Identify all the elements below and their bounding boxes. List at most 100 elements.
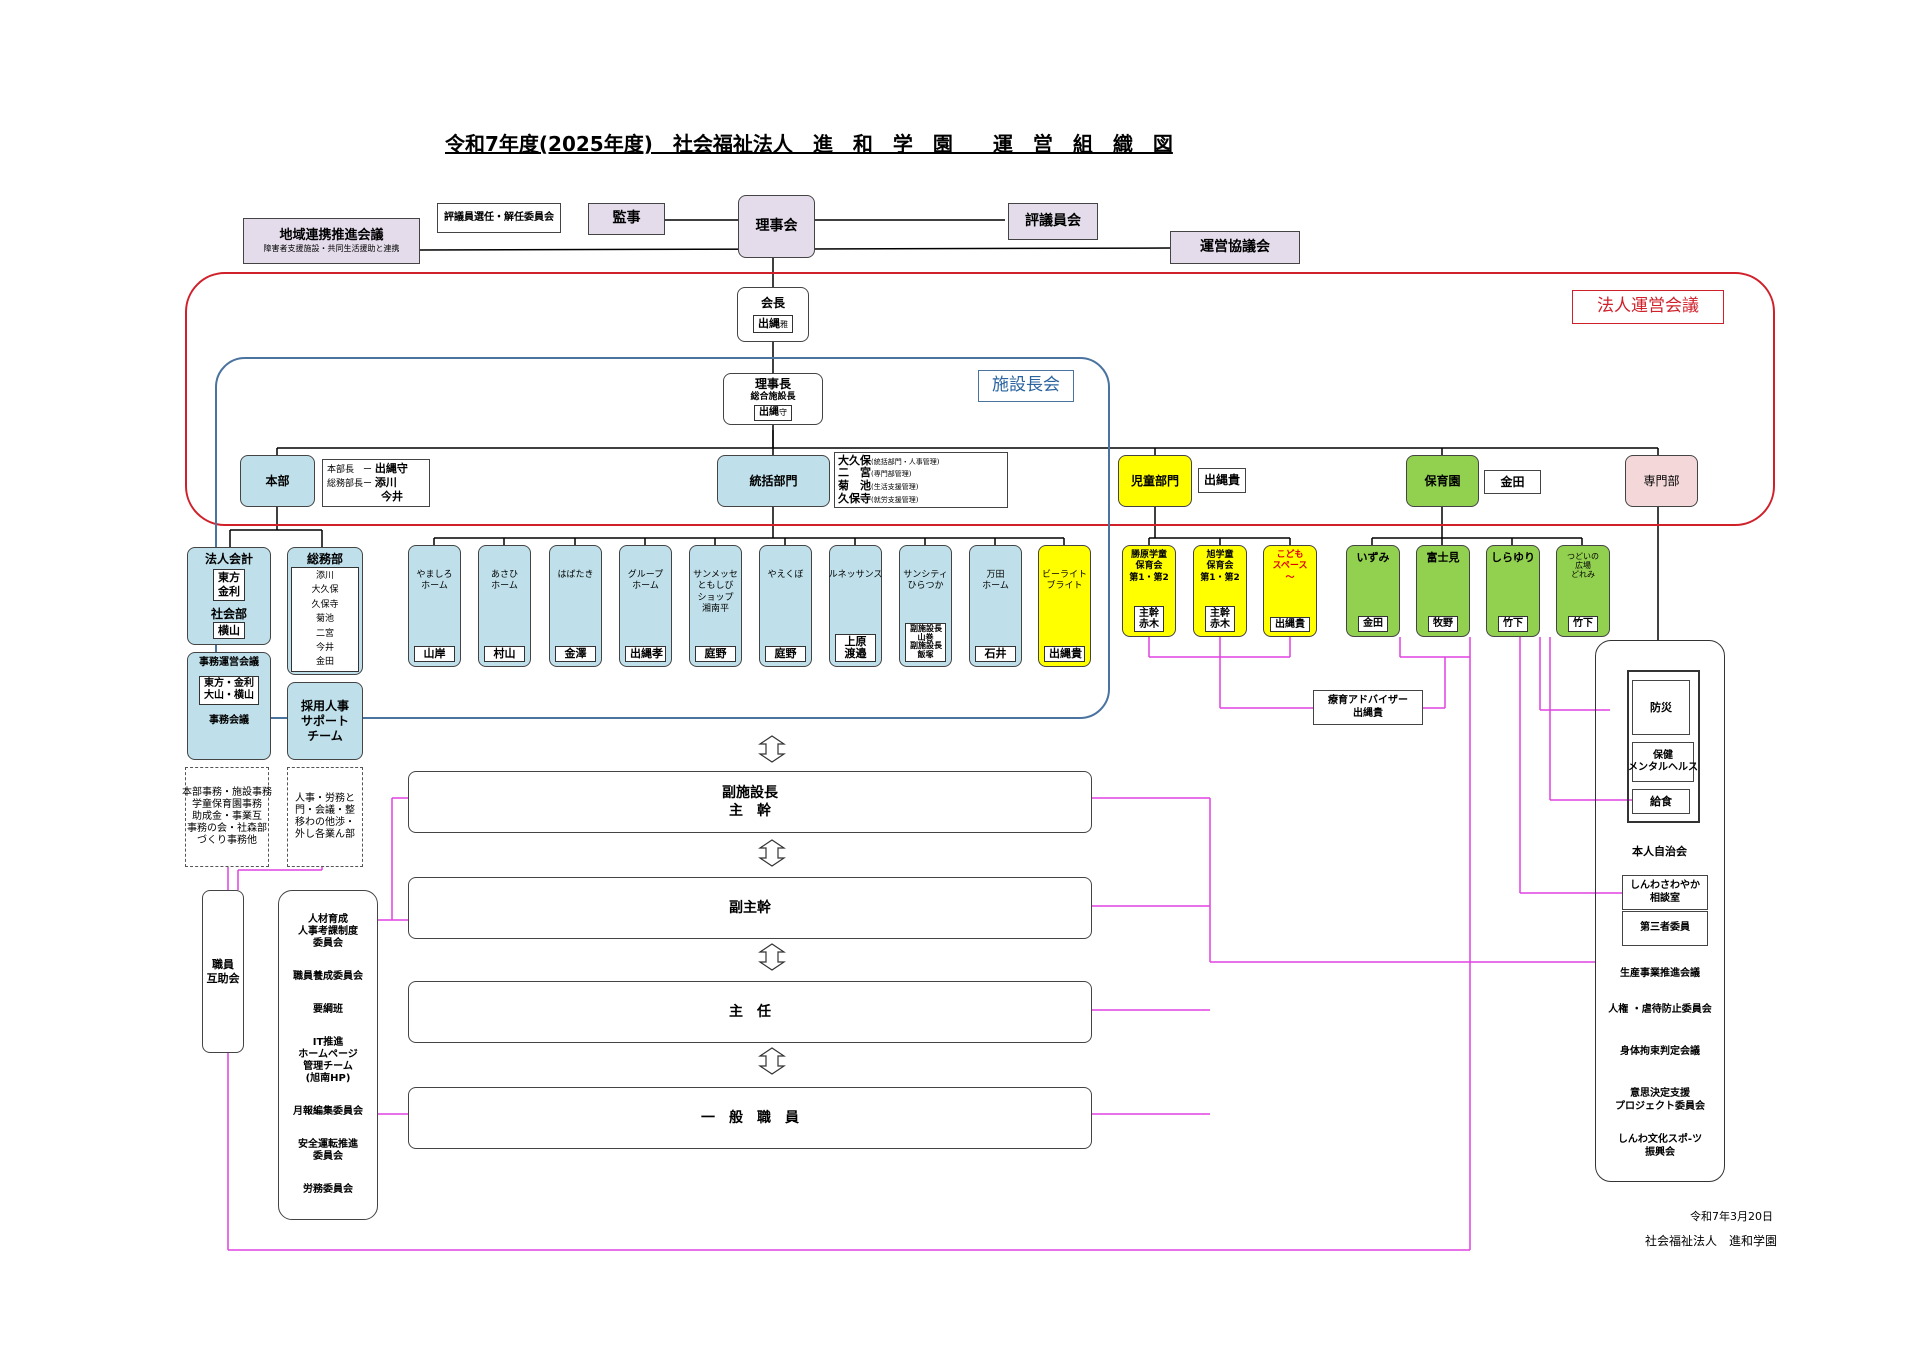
jimu-unei-names: 東方・金利 大山・横山 <box>199 675 259 705</box>
facility-name: 万田 ホーム <box>982 570 1009 592</box>
kaicho-box: 会長 出縄雅 <box>737 287 809 342</box>
committee-item: 月報編集委員会 <box>293 1106 363 1118</box>
rank-arrow-icon <box>748 1047 796 1075</box>
nursery-box: つどいの 広場 どれみ竹下 <box>1556 545 1610 637</box>
shakaibu-title: 社会部 <box>210 606 247 621</box>
kyushoku-box: 給食 <box>1632 789 1690 814</box>
kaicho-title: 会長 <box>760 296 785 311</box>
jimu-unei-box: 事務運営会議 東方・金利 大山・横山 事務会議 <box>187 652 271 760</box>
rank-arrow-icon <box>748 735 796 763</box>
soudanshitsu-box: しんわさわやか 相談室 <box>1622 875 1708 910</box>
child-head: 主幹 赤木 <box>1205 606 1235 632</box>
tokatsu-note-name: 大久保 <box>838 453 871 467</box>
right-column-frame <box>1595 640 1725 1182</box>
nursery-name: いずみ <box>1356 551 1390 564</box>
facility-box: あさひ ホーム村山 <box>478 545 531 667</box>
honbu-name2: 添川 <box>374 476 397 490</box>
senmon-group-frame <box>1627 670 1700 823</box>
jido-bumon-head: 出縄貴 <box>1198 468 1246 493</box>
right-item: しんわ文化スポ-ツ 振興会 <box>1617 1134 1703 1158</box>
hyogiin-senin-box: 評議員選任・解任委員会 <box>437 203 561 233</box>
chiiki-subtitle: 障害者支援施設・共同生活援助と連携 <box>263 244 400 254</box>
tokatsu-note-row: 二 宮(専門部管理) <box>838 467 911 480</box>
facility-name: やましろ ホーム <box>416 570 453 592</box>
left-dash-box-2: 人事・労務と 門・会議・整 移わの他渉・ 外し各業ん部 <box>287 767 363 867</box>
tokatsu-note-row: 大久保(統括部門・人事管理) <box>838 453 939 468</box>
ryoiku-adviser-box: 療育アドバイザー 出縄貴 <box>1313 690 1423 725</box>
committee-item: 労務委員会 <box>303 1184 353 1196</box>
honbu-name3: 今井 <box>381 490 403 504</box>
nursery-name: つどいの 広場 どれみ <box>1567 552 1599 580</box>
child-name: 勝原学童 保育会 第1・第2 <box>1129 550 1169 583</box>
honbu-note-line2: 総務部長ー 添川 <box>327 476 397 490</box>
jimu-kaigi-title: 事務会議 <box>209 714 249 726</box>
child-head: 出縄貴 <box>1270 617 1310 632</box>
facility-box: グループ ホーム出縄孝 <box>619 545 672 667</box>
footer-date: 令和7年3月20日 <box>1690 1210 1773 1223</box>
facility-box: ビーライト ブライト出縄貴 <box>1038 545 1091 667</box>
rank-box: 副施設長 主 幹 <box>408 771 1092 833</box>
facility-box: ルネッサンス上原 渡邉 <box>829 545 882 667</box>
shisetsucho-kai-label: 施設長会 <box>978 370 1074 402</box>
hojin-unei-kaigi-frame <box>185 272 1775 526</box>
facility-head: 出縄孝 <box>625 645 666 662</box>
rank-arrow-icon <box>748 839 796 867</box>
facility-name: あさひ ホーム <box>490 570 518 592</box>
tokatsu-box: 統括部門 <box>717 455 830 507</box>
unei-kyogikai-box: 運営協議会 <box>1170 231 1300 264</box>
right-item: 人権 ・虐待防止委員会 <box>1608 1004 1712 1015</box>
right-item: 意思決定支援 プロジェクト委員会 <box>1615 1088 1705 1112</box>
kaicho-name: 出縄 <box>758 317 780 331</box>
tokatsu-note-detail: (専門部管理) <box>871 470 912 479</box>
saiyo-box: 採用人事 サポート チーム <box>287 682 363 760</box>
honnin-jichikai-label: 本人自治会 <box>1632 845 1687 858</box>
facility-head: 上原 渡邉 <box>835 633 876 662</box>
hoikuen-box: 保育園 <box>1406 455 1479 507</box>
committee-item: 安全運転推進 委員会 <box>298 1139 358 1163</box>
child-name: 旭学童 保育会 第1・第2 <box>1200 550 1240 583</box>
facility-head: 金澤 <box>555 645 596 662</box>
daisansha-box: 第三者委員 <box>1622 911 1708 946</box>
hojin-unei-kaigi-label: 法人運営会議 <box>1572 290 1724 324</box>
facility-head: 庭野 <box>765 645 806 662</box>
facility-head: 石井 <box>975 645 1016 662</box>
facility-head: 山岸 <box>414 645 455 662</box>
facility-name: サンメッセ ともしび ショップ 湘南平 <box>693 570 738 614</box>
senmonbu-box: 専門部 <box>1625 455 1698 507</box>
child-box: こども スペース 〜出縄貴 <box>1263 545 1317 637</box>
rijicho-suffix: 守 <box>779 407 787 417</box>
kanji-box: 監事 <box>588 203 665 235</box>
nursery-head: 牧野 <box>1428 615 1458 632</box>
somubu-title: 総務部 <box>306 552 343 566</box>
nursery-box: 富士見牧野 <box>1416 545 1470 637</box>
tokatsu-note-detail: (就労支援管理) <box>871 495 919 504</box>
facility-box: 万田 ホーム石井 <box>969 545 1022 667</box>
right-item: 身体拘束判定会議 <box>1620 1046 1700 1057</box>
tokatsu-note-detail: (生活支援管理) <box>871 483 919 491</box>
nursery-box: いずみ金田 <box>1346 545 1400 637</box>
tokatsu-note-name: 菊 池 <box>838 479 871 492</box>
rank-box: 主 任 <box>408 981 1092 1043</box>
right-item: 生産事業推進会議 <box>1620 968 1700 979</box>
child-name: こども スペース 〜 <box>1272 550 1308 583</box>
nursery-head: 竹下 <box>1498 615 1528 632</box>
child-box: 旭学童 保育会 第1・第2 主幹 赤木 <box>1193 545 1247 637</box>
nursery-name: 富士見 <box>1426 551 1460 564</box>
committee-item: 人材育成 人事考課制度 委員会 <box>298 913 358 949</box>
rank-box: 副主幹 <box>408 877 1092 939</box>
committee-item: 要綱班 <box>313 1003 343 1015</box>
riji-kai-box: 理事会 <box>738 195 815 258</box>
tokatsu-note-name: 久保寺 <box>838 491 871 505</box>
rijicho-name: 出縄 <box>759 406 779 418</box>
facility-head: 庭野 <box>695 645 736 662</box>
facility-box: サンシティ ひらつか副施設長 山巻 副施設長 飯塚 <box>899 545 952 667</box>
footer-org: 社会福祉法人 進和学園 <box>1645 1234 1778 1248</box>
shisetsucho-kai-frame <box>215 357 1110 719</box>
jido-bumon-box: 児童部門 <box>1118 455 1192 507</box>
facility-box: やえくぼ庭野 <box>759 545 812 667</box>
kaicho-suffix: 雅 <box>780 320 788 330</box>
chiiki-title: 地域連携推進会議 <box>279 227 384 243</box>
chiiki-renkei-box: 地域連携推進会議 障害者支援施設・共同生活援助と連携 <box>243 218 420 264</box>
